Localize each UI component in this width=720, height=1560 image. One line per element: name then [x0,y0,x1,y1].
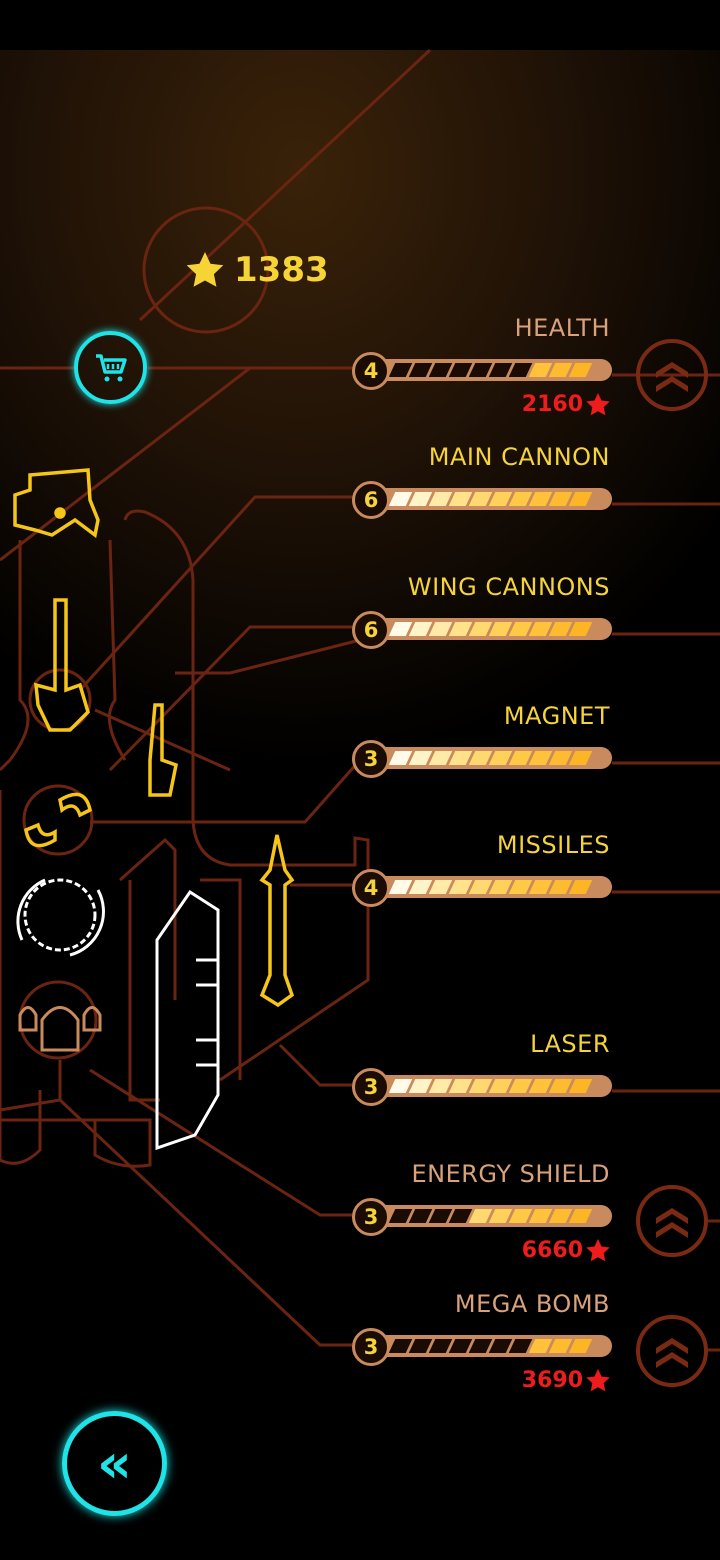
filled-segment [568,880,593,894]
level-badge: 6 [352,481,390,519]
connector-line [0,366,251,562]
upgrade-label: LASER [530,1030,610,1058]
upgrade-label: MISSILES [496,831,610,859]
upgrade-row-energy-shield[interactable]: ENERGY SHIELD 3 6660 [352,1160,614,1263]
upgrade-cost: 6660 [522,1238,610,1263]
star-icon [186,252,224,287]
missile-icon [259,834,295,1008]
ship-hull [0,837,177,1112]
connector-line [290,883,720,894]
filled-segment [568,622,593,636]
level-badge: 3 [352,1198,390,1236]
upgrade-label: ENERGY SHIELD [411,1160,610,1188]
filled-segment [568,751,593,765]
double-chevron-left-icon: « [97,1432,132,1495]
level-badge: 6 [352,611,390,649]
upgrade-row-health[interactable]: HEALTH 4 2160 [352,314,614,417]
energy-shield-icon [16,878,105,957]
upgrade-button[interactable] [636,339,708,411]
upgrade-label: HEALTH [514,314,610,342]
star-icon [586,1239,610,1262]
ship-hull [0,539,127,772]
upgrade-row-wing-cannons[interactable]: WING CANNONS 6 [352,573,614,649]
connector-line [58,1098,720,1352]
double-chevron-up-icon [656,1208,688,1238]
ship-hull [0,790,242,1165]
connector-line [175,638,361,675]
upgrade-label: MAIN CANNON [428,443,610,471]
star-icon [586,393,610,416]
upgrade-row-magnet[interactable]: MAGNET 3 [352,702,614,778]
connector-line [138,48,432,322]
double-chevron-up-icon [656,1338,688,1368]
progress-segments [388,363,593,377]
background [0,50,720,1560]
back-button[interactable]: « [62,1411,167,1516]
ship-hull [123,509,370,1082]
progress-segments [388,880,593,894]
filled-segment [568,492,593,506]
star-icon [586,1369,610,1392]
connector-line [90,759,362,824]
ship-hull [0,1118,152,1168]
progress-segments [388,751,593,765]
level-badge: 4 [352,352,390,390]
filled-segment [568,1209,593,1223]
upgrade-label: MAGNET [503,702,610,730]
connector-line [89,1068,720,1223]
shop-button[interactable] [74,331,147,404]
double-chevron-up-icon [656,362,688,392]
upgrade-row-main-cannon[interactable]: MAIN CANNON 6 [352,443,614,519]
progress-segments [388,1209,593,1223]
magnet-icon [24,792,92,848]
progress-segments [388,622,593,636]
filled-segment [568,1339,593,1353]
connector-line [78,495,720,692]
level-badge: 3 [352,1068,390,1106]
cost-value: 3690 [521,1368,583,1393]
upgrade-cost: 3690 [522,1368,610,1393]
upgrade-row-mega-bomb[interactable]: MEGA BOMB 3 3690 [352,1290,614,1393]
star-amount: 1383 [234,250,329,290]
health-module-icon [13,468,100,539]
wing-cannon-icon [148,703,179,797]
progress-segments [388,492,593,506]
upgrade-button[interactable] [636,1185,708,1257]
status-bar [0,0,720,50]
cost-value: 2160 [521,392,583,417]
upgrade-row-laser[interactable]: LASER 3 [352,1030,614,1106]
level-badge: 3 [352,740,390,778]
connector-line [278,1043,720,1093]
star-balance: 1383 [186,250,329,290]
progress-segments [388,1339,593,1353]
upgrade-button[interactable] [636,1315,708,1387]
upgrade-label: WING CANNONS [407,573,610,601]
upgrade-label: MEGA BOMB [454,1290,610,1318]
upgrade-row-missiles[interactable]: MISSILES 4 [352,831,614,907]
main-cannon-icon [34,598,90,732]
laser-icon [155,889,220,1151]
level-badge: 4 [352,869,390,907]
progress-segments [388,1079,593,1093]
level-badge: 3 [352,1328,390,1366]
filled-segment [568,1079,593,1093]
filled-segment [568,363,593,377]
decor-circle [142,206,270,334]
connector-line [108,625,720,772]
upgrade-cost: 2160 [522,392,610,417]
cart-icon [95,353,127,381]
mega-bomb-icon [18,1006,102,1052]
cost-value: 6660 [521,1238,583,1263]
